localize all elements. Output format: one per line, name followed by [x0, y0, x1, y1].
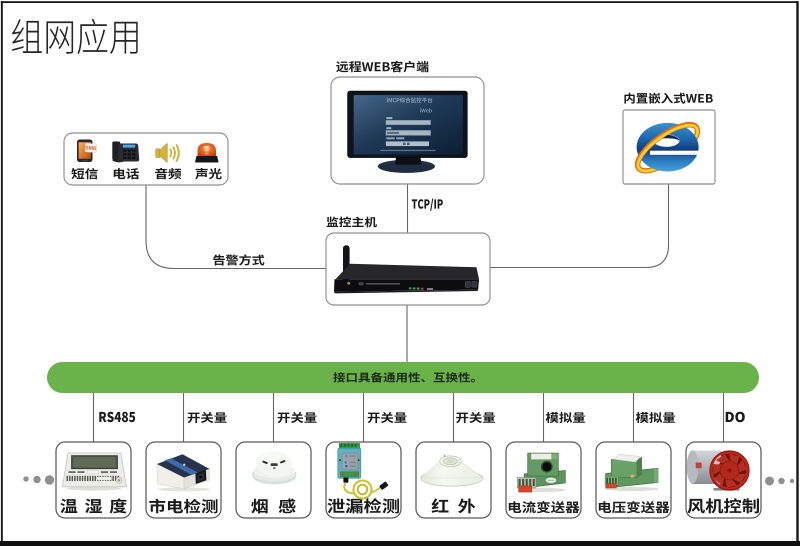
- svg-text:SMS: SMS: [85, 145, 97, 152]
